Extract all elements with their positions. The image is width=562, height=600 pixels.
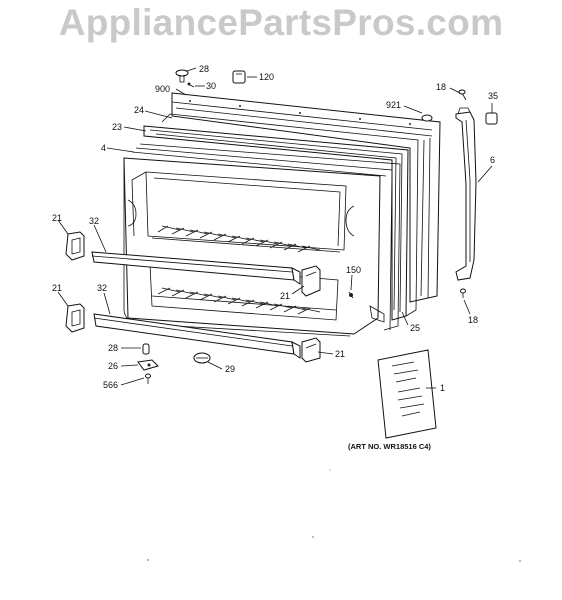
screw-150 bbox=[348, 291, 354, 299]
callout-24: 24 bbox=[134, 105, 144, 115]
callout-18-top: 18 bbox=[436, 82, 446, 92]
callout-21-left-bottom: 21 bbox=[52, 283, 62, 293]
callout-566: 566 bbox=[103, 380, 118, 390]
callout-32-top: 32 bbox=[89, 216, 99, 226]
art-number-label: (ART NO. WR18516 C4) bbox=[348, 442, 431, 451]
callout-32-bottom: 32 bbox=[97, 283, 107, 293]
door-shelf-bar-upper bbox=[91, 251, 301, 285]
callout-6: 6 bbox=[490, 155, 495, 165]
callout-28-top: 28 bbox=[199, 64, 209, 74]
plug-120 bbox=[232, 70, 246, 84]
scan-speckles bbox=[146, 469, 522, 563]
outer-door-panel bbox=[171, 92, 441, 303]
callout-26: 26 bbox=[108, 361, 118, 371]
door-shelf-bar-lower bbox=[93, 313, 301, 359]
callout-21-mid: 21 bbox=[280, 291, 290, 301]
callout-21-left-top: 21 bbox=[52, 213, 62, 223]
screw-30 bbox=[187, 82, 195, 88]
shelf-end-cap-left-lower bbox=[65, 303, 85, 333]
callout-21-bottom: 21 bbox=[335, 349, 345, 359]
shelf-end-cap-right-upper bbox=[301, 265, 321, 297]
door-liner bbox=[123, 157, 385, 337]
screw-566 bbox=[145, 373, 151, 384]
screw-18-bottom bbox=[460, 288, 466, 298]
leader-lines bbox=[57, 67, 493, 389]
callout-900: 900 bbox=[155, 84, 170, 94]
callout-30: 30 bbox=[206, 81, 216, 91]
screw-18-top bbox=[458, 89, 467, 101]
callout-23: 23 bbox=[112, 122, 122, 132]
callout-35: 35 bbox=[488, 91, 498, 101]
callout-29: 29 bbox=[225, 364, 235, 374]
site-watermark: AppliancePartsPros.com bbox=[58, 2, 504, 43]
hinge-bracket-26 bbox=[137, 359, 159, 371]
shelf-end-cap-right-lower bbox=[301, 337, 321, 363]
callout-1: 1 bbox=[440, 383, 445, 393]
gasket-inner-frame bbox=[131, 143, 401, 331]
callout-25: 25 bbox=[410, 323, 420, 333]
door-handle bbox=[455, 107, 477, 281]
callout-150: 150 bbox=[346, 265, 361, 275]
door-stop-28-bottom bbox=[142, 343, 150, 355]
callout-4: 4 bbox=[101, 143, 106, 153]
bushing-29 bbox=[193, 352, 211, 364]
shelf-end-cap-left-upper bbox=[65, 231, 85, 261]
door-stop-28-top bbox=[175, 69, 189, 83]
plug-921 bbox=[421, 114, 433, 122]
literature-pack bbox=[377, 349, 437, 439]
callout-921: 921 bbox=[386, 100, 401, 110]
callout-120: 120 bbox=[259, 72, 274, 82]
cap-35 bbox=[485, 112, 498, 125]
callout-28-bottom: 28 bbox=[108, 343, 118, 353]
callout-18-bottom: 18 bbox=[468, 315, 478, 325]
